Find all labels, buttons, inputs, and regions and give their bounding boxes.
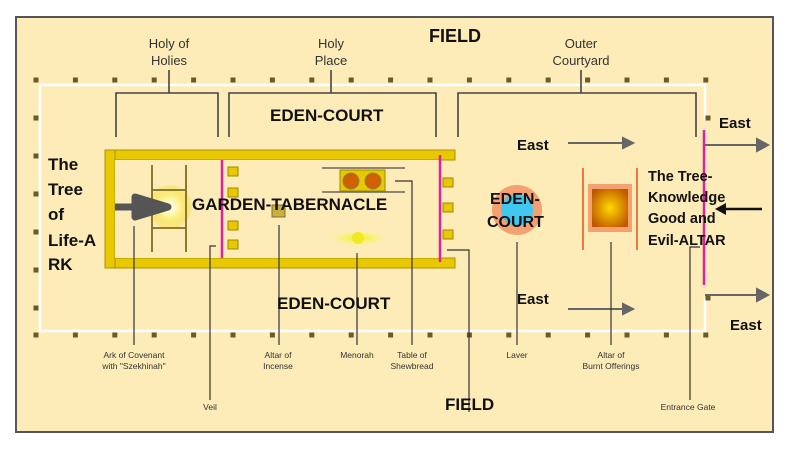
post-dot: [705, 295, 711, 301]
post-dot: [112, 332, 118, 338]
label-tree-knowledge: The Tree- Knowledge Good and Evil-ALTAR: [648, 169, 726, 249]
post-dot: [388, 332, 394, 338]
label-field-top: FIELD: [429, 26, 481, 46]
label-east: East: [719, 115, 751, 132]
laver: [492, 185, 542, 235]
post-dot: [191, 77, 197, 83]
post-dot: [33, 191, 39, 197]
altar-of-incense: [271, 204, 286, 218]
post-dot: [33, 229, 39, 235]
table-of-shewbread: [322, 167, 405, 193]
post-dot: [33, 332, 39, 338]
label-east: East: [517, 291, 549, 308]
post-dot: [624, 332, 630, 338]
tree-knowledge-line: Knowledge: [648, 190, 725, 206]
post-dot: [269, 332, 275, 338]
post-dot: [33, 153, 39, 159]
post-dot: [112, 77, 118, 83]
post-dot: [506, 332, 512, 338]
post-dot: [624, 77, 630, 83]
tree-knowledge-line: Good and: [648, 211, 716, 227]
tree-of-life-line: RK: [48, 255, 73, 274]
post-dot: [585, 332, 591, 338]
post-dot: [585, 77, 591, 83]
post-dot: [72, 332, 78, 338]
label-eden-court-top: EDEN-COURT: [270, 106, 384, 125]
post-dot: [388, 77, 394, 83]
bracket-holy-of-holies: [115, 70, 219, 137]
pillars: [227, 166, 454, 250]
label-holy-place: Place: [315, 53, 348, 68]
post-dot: [309, 332, 315, 338]
court-posts: [33, 77, 711, 338]
post-dot: [72, 77, 78, 83]
post-dot: [545, 77, 551, 83]
label-east: East: [730, 317, 762, 334]
label-altar-burnt: Altar of: [598, 350, 626, 360]
label-altar-burnt: Burnt Offerings: [582, 361, 639, 371]
label-holy-of-holies: Holies: [151, 53, 188, 68]
label-entrance-gate: Entrance Gate: [661, 402, 716, 412]
label-outer-courtyard: Outer: [565, 36, 598, 51]
label-east: East: [517, 137, 549, 154]
court-boundary: [38, 83, 707, 333]
label-veil: Veil: [203, 402, 217, 412]
post-dot: [151, 77, 157, 83]
post-dot: [703, 77, 709, 83]
post-dot: [33, 305, 39, 311]
label-laver: Laver: [506, 350, 527, 360]
label-holy-place: Holy: [318, 36, 345, 51]
post-dot: [230, 332, 236, 338]
label-menorah: Menorah: [340, 350, 374, 360]
post-dot: [269, 77, 275, 83]
label-outer-courtyard: Courtyard: [552, 53, 609, 68]
bracket-outer-courtyard: [457, 70, 697, 137]
arrow-left-icon: [715, 203, 762, 215]
bracket-holy-place: [228, 70, 437, 137]
altar-of-burnt-offerings: [582, 168, 638, 250]
post-dot: [427, 77, 433, 83]
post-dot: [33, 115, 39, 121]
post-dot: [427, 332, 433, 338]
post-dot: [309, 77, 315, 83]
post-dot: [663, 332, 669, 338]
tree-of-life-line: Life-A: [48, 231, 96, 250]
post-dot: [348, 332, 354, 338]
label-ark: Ark of Covenant: [104, 350, 166, 360]
tree-of-life-line: The: [48, 155, 78, 174]
label-table: Shewbread: [390, 361, 433, 371]
label-eden-court-laver-1: EDEN-: [490, 191, 540, 208]
post-dot: [663, 77, 669, 83]
east-arrows: [568, 136, 771, 316]
tree-of-life-line: of: [48, 205, 64, 224]
tree-of-life-line: Tree: [48, 180, 83, 199]
post-dot: [705, 115, 711, 121]
post-dot: [545, 332, 551, 338]
label-field-bottom: FIELD: [445, 395, 494, 414]
label-tree-of-life: The Tree of Life-A RK: [48, 155, 96, 274]
post-dot: [191, 332, 197, 338]
label-table: Table of: [397, 350, 427, 360]
post-dot: [151, 332, 157, 338]
tree-knowledge-line: Evil-ALTAR: [648, 233, 726, 249]
post-dot: [348, 77, 354, 83]
label-eden-court-laver-2: COURT: [487, 214, 544, 231]
menorah: [326, 230, 390, 246]
label-altar-incense: Incense: [263, 361, 293, 371]
post-dot: [33, 267, 39, 273]
label-holy-of-holies: Holy of: [149, 36, 190, 51]
label-altar-incense: Altar of: [265, 350, 293, 360]
label-garden-tabernacle: GARDEN-TABERNACLE: [192, 195, 387, 214]
label-ark: with "Szekhinah": [101, 361, 165, 371]
label-eden-court-bottom: EDEN-COURT: [277, 294, 391, 313]
tree-knowledge-line: The Tree-: [648, 169, 713, 185]
post-dot: [506, 77, 512, 83]
post-dot: [230, 77, 236, 83]
arrow-right-icon: [115, 193, 172, 221]
post-dot: [33, 77, 39, 83]
post-dot: [466, 77, 472, 83]
post-dot: [703, 332, 709, 338]
leader-lines: [133, 180, 700, 412]
